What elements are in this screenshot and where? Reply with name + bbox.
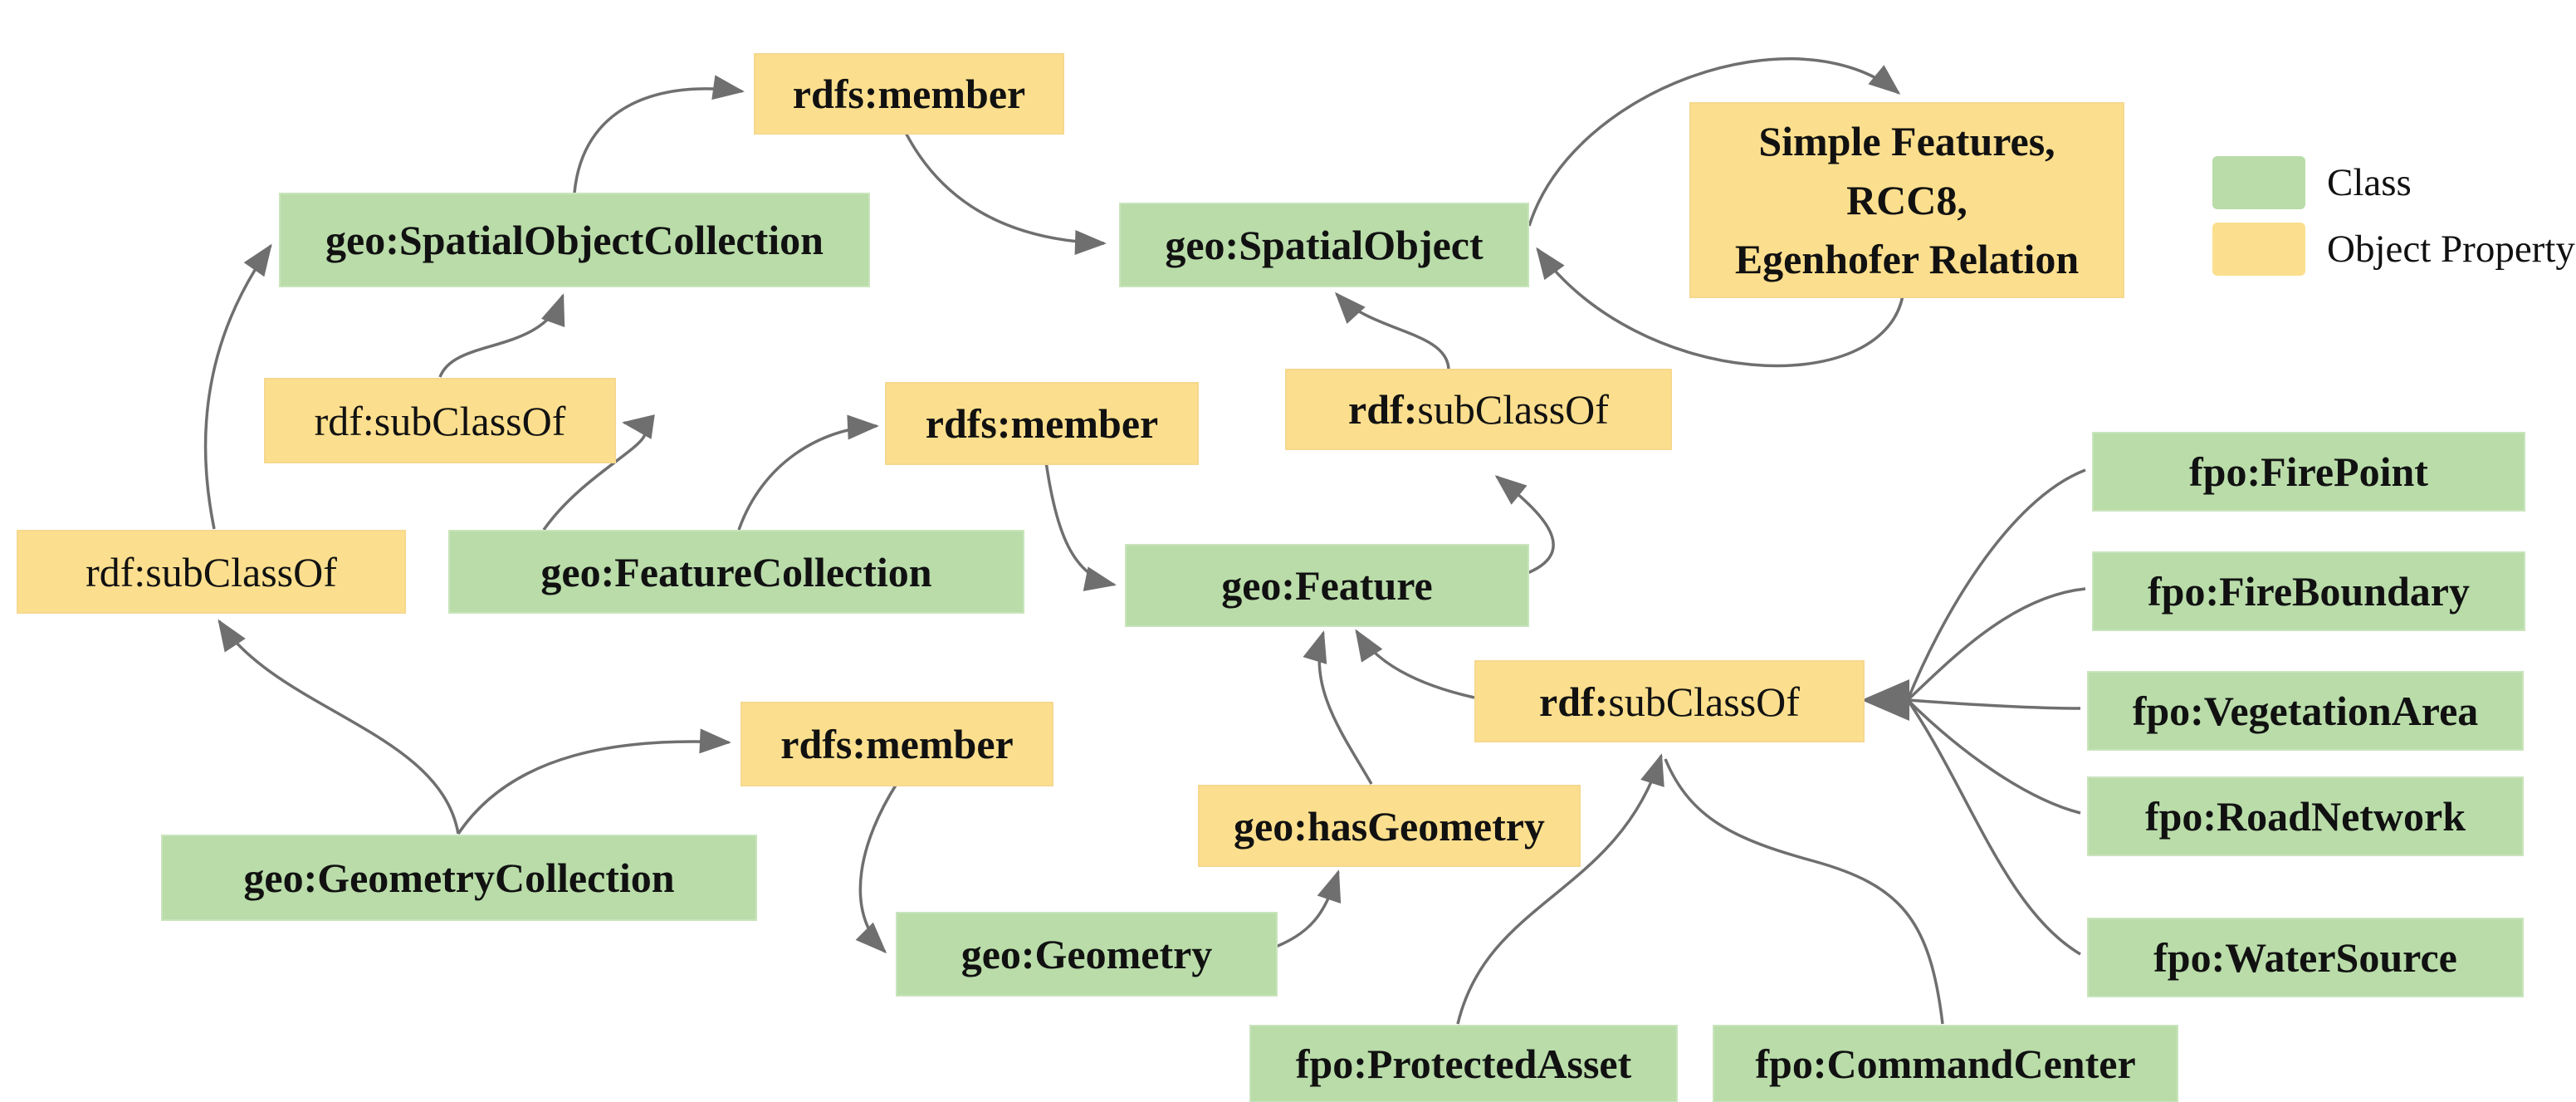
node-label: fpo:FirePoint <box>2189 448 2428 495</box>
node-rdf-subclassof-right: rdf:subClassOf <box>1474 660 1865 742</box>
node-label-line: RCC8, <box>1846 176 1967 223</box>
node-label-prefix: rdf: <box>1539 678 1609 725</box>
node-fpo-protected-asset: fpo:ProtectedAsset <box>1249 1025 1678 1102</box>
node-rdfs-member-mid: rdfs:member <box>885 382 1199 465</box>
node-label: fpo:VegetationArea <box>2132 688 2479 734</box>
node-geo-feature: geo:Feature <box>1125 544 1529 627</box>
edge-geometry-to-hasgeometry <box>1275 869 1342 948</box>
edge-subclassof-right-to-feature <box>1355 629 1475 699</box>
legend-item-class: Class <box>2212 156 2412 209</box>
node-rdfs-member-top: rdfs:member <box>754 53 1064 135</box>
node-label-line: Egenhofer Relation <box>1734 235 2080 282</box>
legend-label: Object Property <box>2327 228 2575 271</box>
node-geo-spatial-object: geo:SpatialObject <box>1119 203 1529 287</box>
node-label: fpo:RoadNetwork <box>2144 793 2466 840</box>
node-rdf-subclassof-far-left: rdf:subClassOf <box>17 530 406 614</box>
node-label: geo:SpatialObject <box>1165 222 1484 268</box>
edge-soc-to-member-top <box>573 75 745 193</box>
node-rdfs-member-bottom: rdfs:member <box>741 702 1053 786</box>
edge-simple-features-to-spatial-object <box>1536 247 1904 368</box>
node-fpo-fire-boundary: fpo:FireBoundary <box>2092 551 2525 631</box>
node-fpo-fire-point: fpo:FirePoint <box>2092 432 2525 512</box>
node-rdf-subclassof-center: rdf:subClassOf <box>1285 369 1672 450</box>
edge-vegetationarea-to-subclassof-right <box>1907 698 2081 710</box>
node-fpo-road-network: fpo:RoadNetwork <box>2087 776 2524 856</box>
node-geo-spatial-object-collection: geo:SpatialObjectCollection <box>279 193 870 287</box>
edge-member-mid-to-feature <box>1044 461 1117 591</box>
node-fpo-command-center: fpo:CommandCenter <box>1713 1025 2178 1102</box>
edge-member-top-to-spatial-object <box>903 130 1107 255</box>
node-label: fpo:ProtectedAsset <box>1295 1041 1632 1087</box>
edge-geometrycollection-to-subclassof-left <box>218 619 460 835</box>
legend-item-object-property: Object Property <box>2212 223 2575 276</box>
node-simple-features-rcc8-egenhofer: Simple Features, RCC8, Egenhofer Relatio… <box>1689 102 2124 298</box>
node-rdf-subclassof-upper: rdf:subClassOf <box>264 378 616 463</box>
node-label: rdf:subClassOf <box>314 397 566 444</box>
edge-subclassof-left-to-soc <box>203 243 272 530</box>
node-label-prefix: rdf: <box>1348 386 1418 433</box>
edge-roadnetwork-to-subclassof-right <box>1906 698 2081 815</box>
edge-hasgeometry-to-feature <box>1303 630 1373 785</box>
edge-protectedasset-to-subclassof-right <box>1456 753 1664 1025</box>
edge-featurecollection-to-member-mid <box>737 414 879 531</box>
edge-watersource-to-subclassof-right <box>1906 699 2081 956</box>
node-label: geo:FeatureCollection <box>540 548 932 595</box>
node-label: rdfs:member <box>925 400 1159 447</box>
node-label-rest: subClassOf <box>1608 678 1800 725</box>
edge-geometrycollection-to-member-bottom <box>457 728 731 835</box>
edge-fireboundary-to-subclassof-right <box>1906 587 2086 702</box>
object-property-swatch-icon <box>2212 223 2305 276</box>
node-label: rdfs:member <box>780 721 1014 767</box>
class-swatch-icon <box>2212 156 2305 209</box>
node-label: geo:Feature <box>1221 562 1433 609</box>
node-label: rdfs:member <box>792 71 1026 117</box>
node-geo-geometry-collection: geo:GeometryCollection <box>161 835 757 921</box>
fan-arrowhead-icon <box>1861 679 1909 721</box>
edge-firepoint-to-subclassof-right <box>1906 468 2086 701</box>
node-label-rest: subClassOf <box>1417 386 1609 433</box>
node-label: fpo:CommandCenter <box>1755 1041 2136 1087</box>
node-geo-geometry: geo:Geometry <box>896 912 1278 997</box>
edge-featurecollection-to-subclassof-upper <box>542 414 655 531</box>
edge-member-bottom-to-geometry <box>855 783 898 954</box>
edge-subclassof-center-to-spatial-object <box>1334 291 1450 370</box>
node-label: geo:SpatialObjectCollection <box>325 217 824 263</box>
node-label: rdf:subClassOf <box>86 548 337 595</box>
legend-label: Class <box>2327 161 2412 204</box>
edge-spatial-object-to-simple-features <box>1528 57 1901 227</box>
edge-feature-to-subclassof-center <box>1494 475 1555 575</box>
node-label: geo:hasGeometry <box>1234 802 1545 850</box>
node-label: geo:Geometry <box>961 931 1213 977</box>
node-label-line: Simple Features, <box>1758 117 2055 164</box>
node-label: geo:GeometryCollection <box>243 855 675 901</box>
node-label: fpo:WaterSource <box>2153 934 2457 981</box>
node-fpo-water-source: fpo:WaterSource <box>2087 918 2524 997</box>
node-geo-feature-collection: geo:FeatureCollection <box>448 530 1024 614</box>
edge-commandcenter-to-subclassof-right <box>1664 758 1944 1025</box>
node-geo-has-geometry: geo:hasGeometry <box>1198 785 1581 867</box>
node-fpo-vegetation-area: fpo:VegetationArea <box>2087 671 2524 751</box>
edge-subclassof-upper-to-soc <box>438 293 565 378</box>
node-label: fpo:FireBoundary <box>2148 568 2470 615</box>
